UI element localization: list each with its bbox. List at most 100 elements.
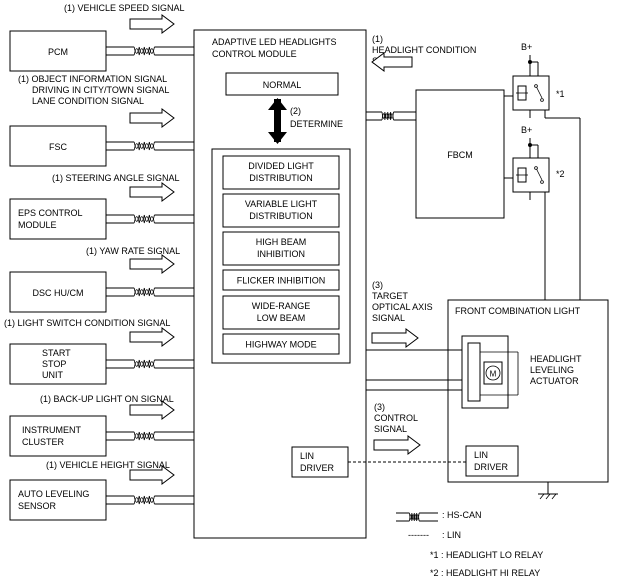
mode-label: DISTRIBUTION [249, 211, 313, 221]
fsc-signal-arrow [129, 108, 175, 128]
object-info-signal-label-2: DRIVING IN CITY/TOWN SIGNAL [32, 85, 169, 95]
auto-leveling-label-2: SENSOR [18, 501, 57, 511]
dsc-can-link [106, 287, 194, 297]
mode-item: FLICKER INHIBITION [222, 269, 340, 291]
pcm-box: PCM [9, 30, 107, 72]
relay-lo-mark: *1 [556, 89, 565, 99]
front-lin-driver [465, 445, 519, 477]
front-lin-driver-label-2: DRIVER [474, 462, 509, 472]
pcm-label: PCM [48, 47, 68, 57]
target-optical-label-1: (3) [372, 280, 383, 290]
fbcm-box: FBCM [415, 89, 505, 219]
actuator-label-1: HEADLIGHT [530, 354, 582, 364]
front-light-title: FRONT COMBINATION LIGHT [455, 306, 581, 316]
start-stop-signal-arrow [129, 327, 175, 347]
motor-label: M [490, 370, 497, 379]
light-switch-signal-label: (1) LIGHT SWITCH CONDITION SIGNAL [4, 318, 170, 328]
target-optical-label-2: TARGET [372, 291, 408, 301]
normal-box [225, 72, 339, 96]
mode-item: VARIABLE LIGHT DISTRIBUTION [222, 193, 340, 228]
eps-can-link [106, 214, 194, 224]
target-optical-arrow [371, 328, 419, 348]
normal-label: NORMAL [263, 80, 302, 90]
fbcm-label: FBCM [447, 150, 473, 160]
legend-lin-dash: ------- [408, 530, 429, 540]
mode-label: INHIBITION [257, 249, 305, 259]
legend: : HS-CAN ------- : LIN *1 : HEADLIGHT LO… [396, 510, 543, 578]
determine-arrow-down [268, 132, 287, 144]
object-info-signal-label-1: (1) OBJECT INFORMATION SIGNAL [18, 74, 167, 84]
bplus-hi-label: B+ [521, 125, 532, 135]
auto-leveling-box: AUTO LEVELING SENSOR [9, 479, 107, 521]
module-title-1: ADAPTIVE LED HEADLIGHTS [212, 37, 337, 47]
start-stop-label-1: START [42, 348, 71, 358]
target-optical-label-4: SIGNAL [372, 313, 405, 323]
left-can-links [106, 14, 194, 505]
headlight-condition-label-1: (1) [372, 34, 383, 44]
target-optical-label-3: OPTICAL AXIS [372, 302, 433, 312]
cluster-can-link [106, 431, 194, 441]
control-label-3: SIGNAL [374, 424, 407, 434]
start-stop-label-3: UNIT [42, 370, 63, 380]
dsc-label: DSC HU/CM [33, 288, 84, 298]
legend-lin: : LIN [442, 530, 461, 540]
fbcm-can-pair [366, 111, 416, 121]
vehicle-speed-signal-label: (1) VEHICLE SPEED SIGNAL [64, 3, 185, 13]
headlight-hi-relay: B+ *2 [504, 125, 565, 300]
bplus-lo-label: B+ [521, 42, 532, 52]
pcm-can-link [106, 46, 194, 56]
actuator-label-3: ACTUATOR [530, 376, 579, 386]
front-combination-light: FRONT COMBINATION LIGHT M HEADLIGHT LEVE… [447, 299, 609, 500]
start-stop-box: START STOP UNIT [9, 343, 107, 385]
auto-leveling-can-link [106, 495, 194, 505]
mode-label: VARIABLE LIGHT [245, 199, 318, 209]
module-lin-driver-label-2: DRIVER [300, 463, 335, 473]
legend-note-1: *1 : HEADLIGHT LO RELAY [430, 550, 543, 560]
mode-label: DIVIDED LIGHT [248, 161, 314, 171]
mode-label: WIDE-RANGE [252, 301, 311, 311]
start-stop-label-2: STOP [42, 359, 66, 369]
cluster-box: INSTRUMENT CLUSTER [9, 415, 107, 457]
legend-hs-can: : HS-CAN [442, 510, 482, 520]
pcm-signal-arrow [129, 14, 175, 34]
auto-leveling-label-1: AUTO LEVELING [18, 489, 89, 499]
dsc-box: DSC HU/CM [9, 271, 107, 313]
actuator-label-2: LEVELING [530, 365, 574, 375]
front-lin-driver-label-1: LIN [474, 450, 488, 460]
backup-light-signal-label: (1) BACK-UP LIGHT ON SIGNAL [40, 394, 174, 404]
mode-label: LOW BEAM [257, 313, 306, 323]
legend-hs-can-symbol [396, 512, 438, 522]
steering-angle-signal-label: (1) STEERING ANGLE SIGNAL [52, 173, 180, 183]
mode-label: HIGHWAY MODE [245, 340, 316, 350]
vehicle-height-signal-label: (1) VEHICLE HEIGHT SIGNAL [46, 460, 170, 470]
start-stop-can-link [106, 359, 194, 369]
control-signal-arrow [373, 435, 421, 455]
fsc-label: FSC [49, 142, 68, 152]
control-label-2: CONTROL [374, 413, 418, 423]
fsc-can-link [106, 141, 194, 151]
motor-icon [485, 365, 501, 381]
yaw-rate-signal-label: (1) YAW RATE SIGNAL [86, 246, 180, 256]
adaptive-led-module: ADAPTIVE LED HEADLIGHTS CONTROL MODULE N… [193, 29, 367, 539]
mode-item: HIGHWAY MODE [222, 333, 340, 355]
eps-signal-arrow [129, 182, 175, 202]
mode-item: WIDE-RANGE LOW BEAM [222, 295, 340, 330]
module-title-2: CONTROL MODULE [212, 49, 297, 59]
eps-box: EPS CONTROL MODULE [9, 198, 107, 240]
headlight-lo-relay: B+ *1 [504, 42, 581, 300]
cluster-label-2: CLUSTER [22, 437, 65, 447]
signal-arrows [371, 328, 421, 455]
control-label-1: (3) [374, 402, 385, 412]
module-lin-driver-label-1: LIN [300, 451, 314, 461]
auto-leveling-signal-arrow [129, 465, 175, 485]
legend-twist-pair [396, 512, 438, 522]
mode-label: FLICKER INHIBITION [237, 276, 326, 286]
eps-label-2: MODULE [18, 220, 57, 230]
determine-label-2: DETERMINE [290, 119, 343, 129]
relay-hi-mark: *2 [556, 169, 565, 179]
